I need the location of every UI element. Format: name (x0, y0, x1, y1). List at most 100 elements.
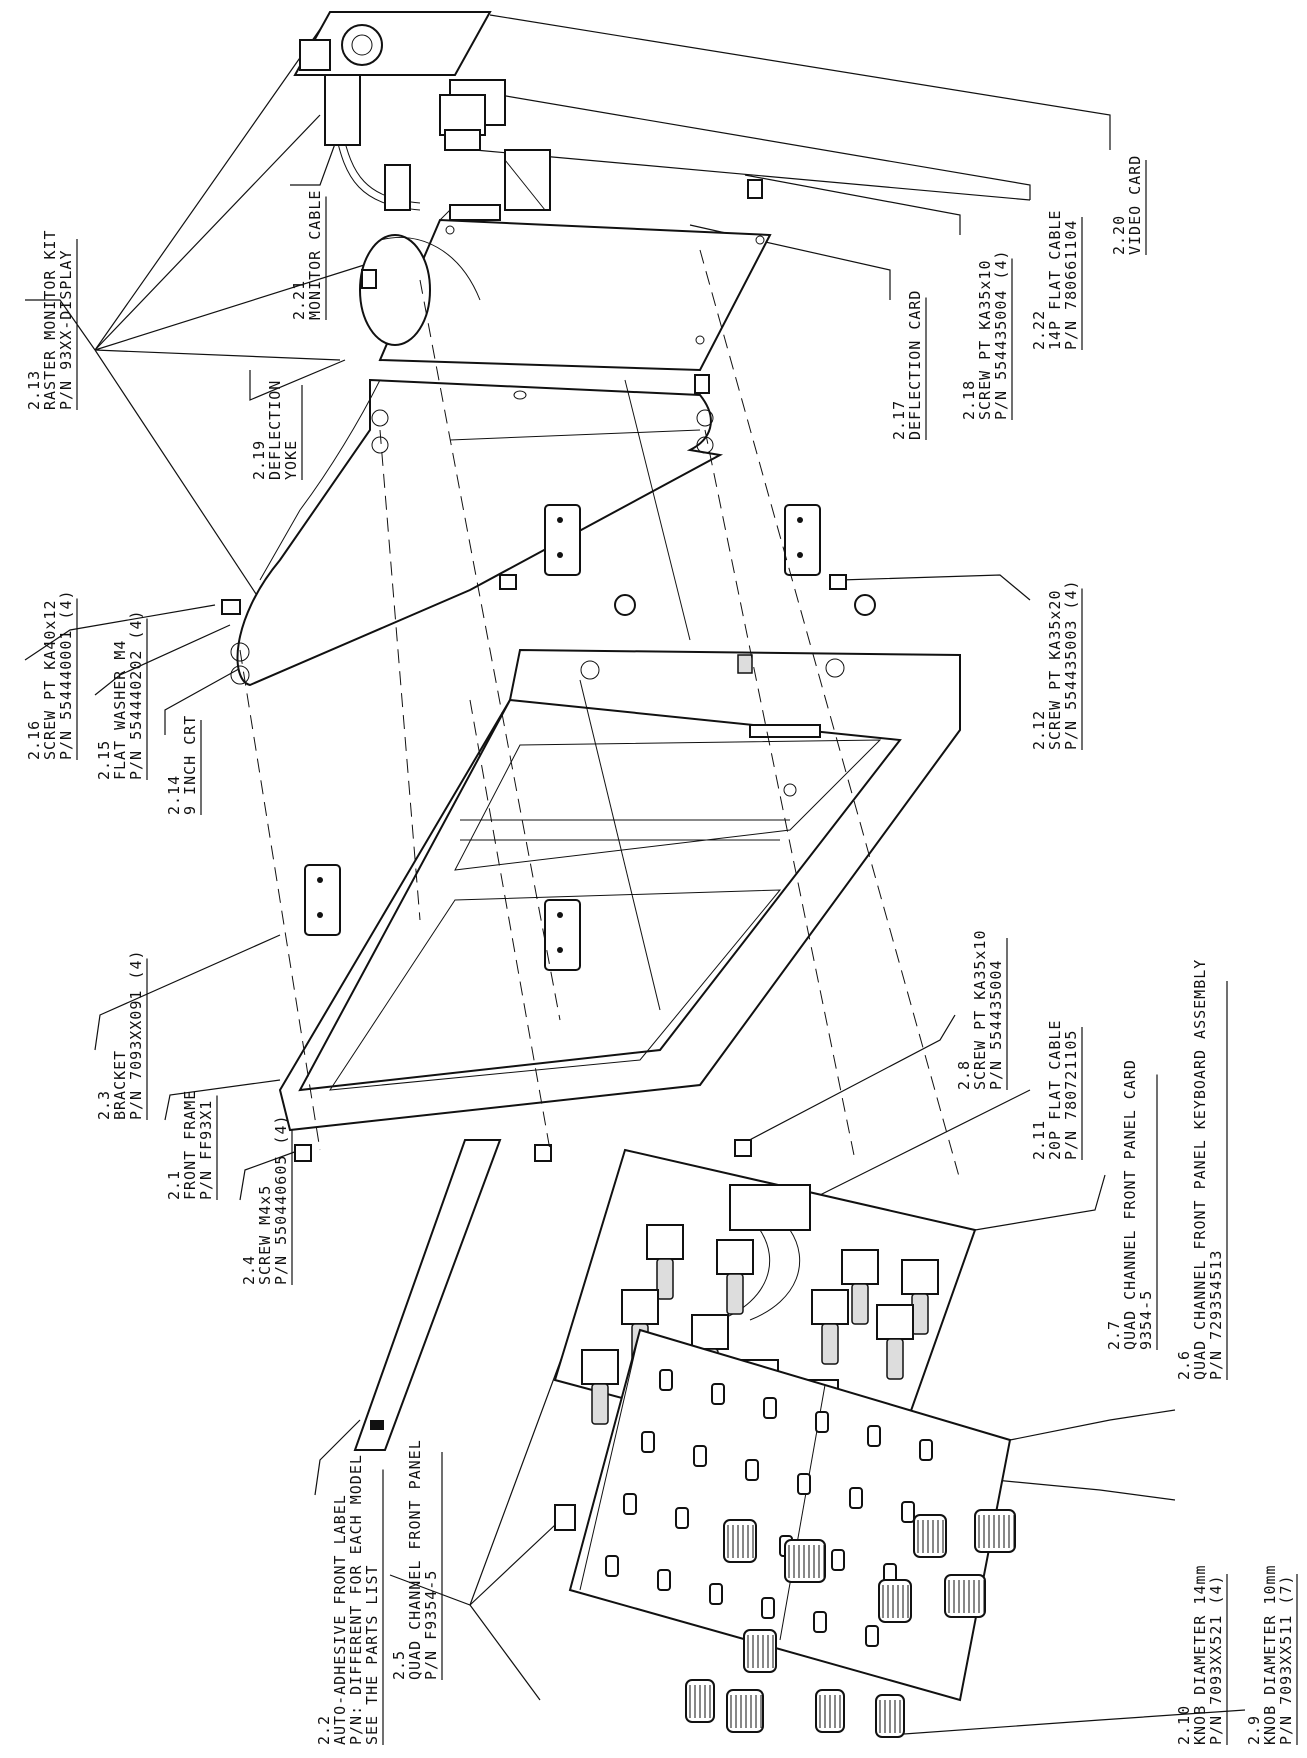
knob-shaft (911, 1293, 929, 1335)
knob (723, 1519, 757, 1563)
control-module (876, 1304, 914, 1340)
knob-shaft (591, 1383, 609, 1425)
knob (878, 1579, 912, 1623)
callout-text: FLAT WASHER M4 (111, 640, 129, 780)
panel-button (761, 1597, 775, 1619)
callout-number: 2.14 (165, 775, 183, 815)
bracket (304, 504, 821, 971)
panel-button (693, 1445, 707, 1467)
callout-number: 2.7 (1105, 1320, 1123, 1350)
panel-button (797, 1473, 811, 1495)
callout-text: P/N 780721105 (1062, 1030, 1080, 1160)
callout-text: P/N 550440605 (4) (272, 1114, 290, 1285)
callout-number: 2.11 (1030, 1120, 1048, 1160)
callout-number: 2.12 (1030, 710, 1048, 750)
callout-number: 2.20 (1110, 215, 1128, 255)
knob-shaft (726, 1273, 744, 1315)
control-module (811, 1289, 849, 1325)
callout-number: 2.6 (1175, 1350, 1193, 1380)
control-module (581, 1349, 619, 1385)
callout-text: MONITOR CABLE (306, 190, 324, 320)
panel-button (623, 1493, 637, 1515)
callout-text: 20P FLAT CABLE (1046, 1020, 1064, 1160)
leader-lines (24, 14, 1246, 1736)
callout-number: 2.8 (955, 1060, 973, 1090)
callout-number: 2.13 (25, 370, 43, 410)
knob-shaft (656, 1258, 674, 1300)
callout-text: SCREW PT KA35x10 (971, 930, 989, 1091)
callout-text: P/N F9354-5 (422, 1570, 440, 1680)
deflection-yoke (359, 164, 481, 346)
callout-number: 2.9 (1245, 1715, 1263, 1745)
assembly-lines (239, 249, 961, 1181)
crt-tube (230, 378, 724, 687)
panel-button (709, 1583, 723, 1605)
panel-button (745, 1459, 759, 1481)
callout-text: QUAD CHANNEL FRONT PANEL KEYBOARD ASSEMB… (1191, 959, 1209, 1380)
callout-text: P/N 93XX-DISPLAY (57, 250, 75, 411)
control-module (716, 1239, 754, 1275)
knob (726, 1689, 764, 1733)
control-module (691, 1314, 729, 1350)
callout-number: 2.22 (1030, 310, 1048, 350)
callout-text: RASTER MONITOR KIT (41, 229, 59, 410)
front-frame (278, 648, 961, 1132)
callout-text: P/N 7093XX511 (7) (1277, 1574, 1295, 1745)
knobs (685, 1509, 1016, 1738)
callout-text: SEE THE PARTS LIST (363, 1564, 381, 1745)
callout-number: 2.1 (165, 1170, 183, 1200)
callout-text: QUAD CHANNEL FRONT PANEL CARD (1121, 1059, 1139, 1350)
callout-text: YOKE (282, 440, 300, 480)
knob-shaft (851, 1283, 869, 1325)
callout-text: FRONT FRAME (181, 1090, 199, 1200)
knob-shaft (821, 1323, 839, 1365)
callout-number: 2.19 (250, 440, 268, 480)
knob (784, 1539, 826, 1583)
callout-text: KNOB DIAMETER 14mm (1191, 1564, 1209, 1745)
flat-cable-14p (504, 149, 551, 211)
callout-text: P/N FF93X1 (197, 1100, 215, 1200)
callout-number: 2.15 (95, 740, 113, 780)
screws (221, 179, 876, 1162)
callout-text: BRACKET (111, 1050, 129, 1120)
panel-button (763, 1397, 777, 1419)
callout-text: P/N 7093XX091 (4) (127, 949, 145, 1120)
panel-button (675, 1507, 689, 1529)
control-module (841, 1249, 879, 1285)
knob (743, 1629, 777, 1673)
monitor-cable (324, 74, 421, 211)
video-card (293, 11, 506, 151)
callout-text: P/N 554440001 (4) (57, 589, 75, 760)
callout-number: 2.17 (890, 400, 908, 440)
callout-text: 14P FLAT CABLE (1046, 210, 1064, 350)
knob-shaft (886, 1338, 904, 1380)
callout-text: P/N 7093XX521 (4) (1207, 1574, 1225, 1745)
knob (913, 1514, 947, 1558)
callout-number: 2.4 (240, 1255, 258, 1285)
knob (944, 1574, 986, 1618)
callout-text: DEFLECTION CARD (906, 290, 924, 440)
callout-text: QUAD CHANNEL FRONT PANEL (406, 1439, 424, 1680)
callout-text: SCREW M4x5 (256, 1185, 274, 1285)
front-label (353, 1139, 502, 1451)
callout-number: 2.16 (25, 720, 43, 760)
callout-text: P/N 554435003 (4) (1062, 579, 1080, 750)
panel-button (919, 1439, 933, 1461)
panel-button (901, 1501, 915, 1523)
control-module (646, 1224, 684, 1260)
